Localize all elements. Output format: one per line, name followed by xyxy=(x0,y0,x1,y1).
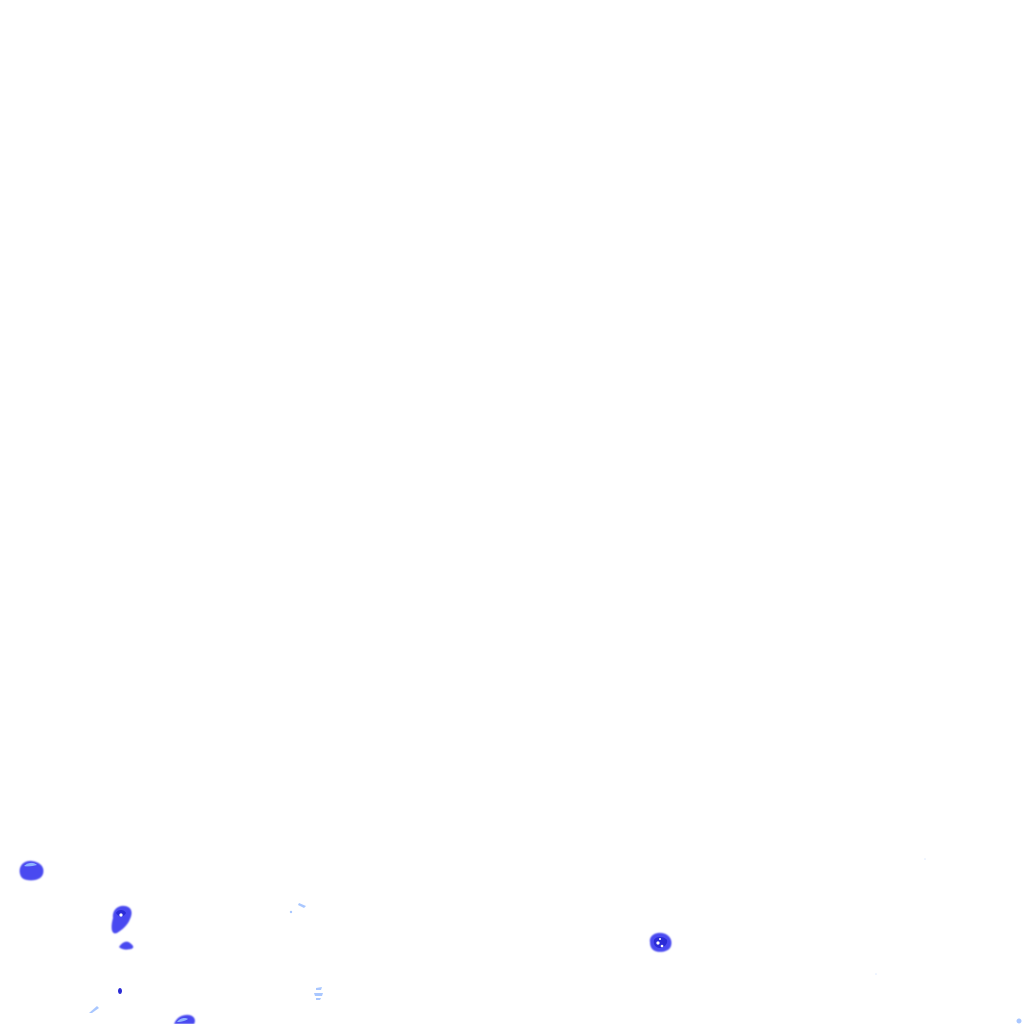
blob-round-right xyxy=(649,932,672,952)
speck-faint-right xyxy=(875,858,1022,1024)
blob-tiny-dot xyxy=(118,988,122,994)
speck-bottom-left xyxy=(89,1006,99,1013)
blob-small-triangle xyxy=(119,941,134,950)
blob-bottom-edge xyxy=(174,1014,195,1024)
blob-elongated xyxy=(111,905,132,934)
speck-cluster-lower xyxy=(314,987,323,1000)
speck-cluster-upper xyxy=(289,903,306,914)
blob-left-edge xyxy=(19,860,44,881)
